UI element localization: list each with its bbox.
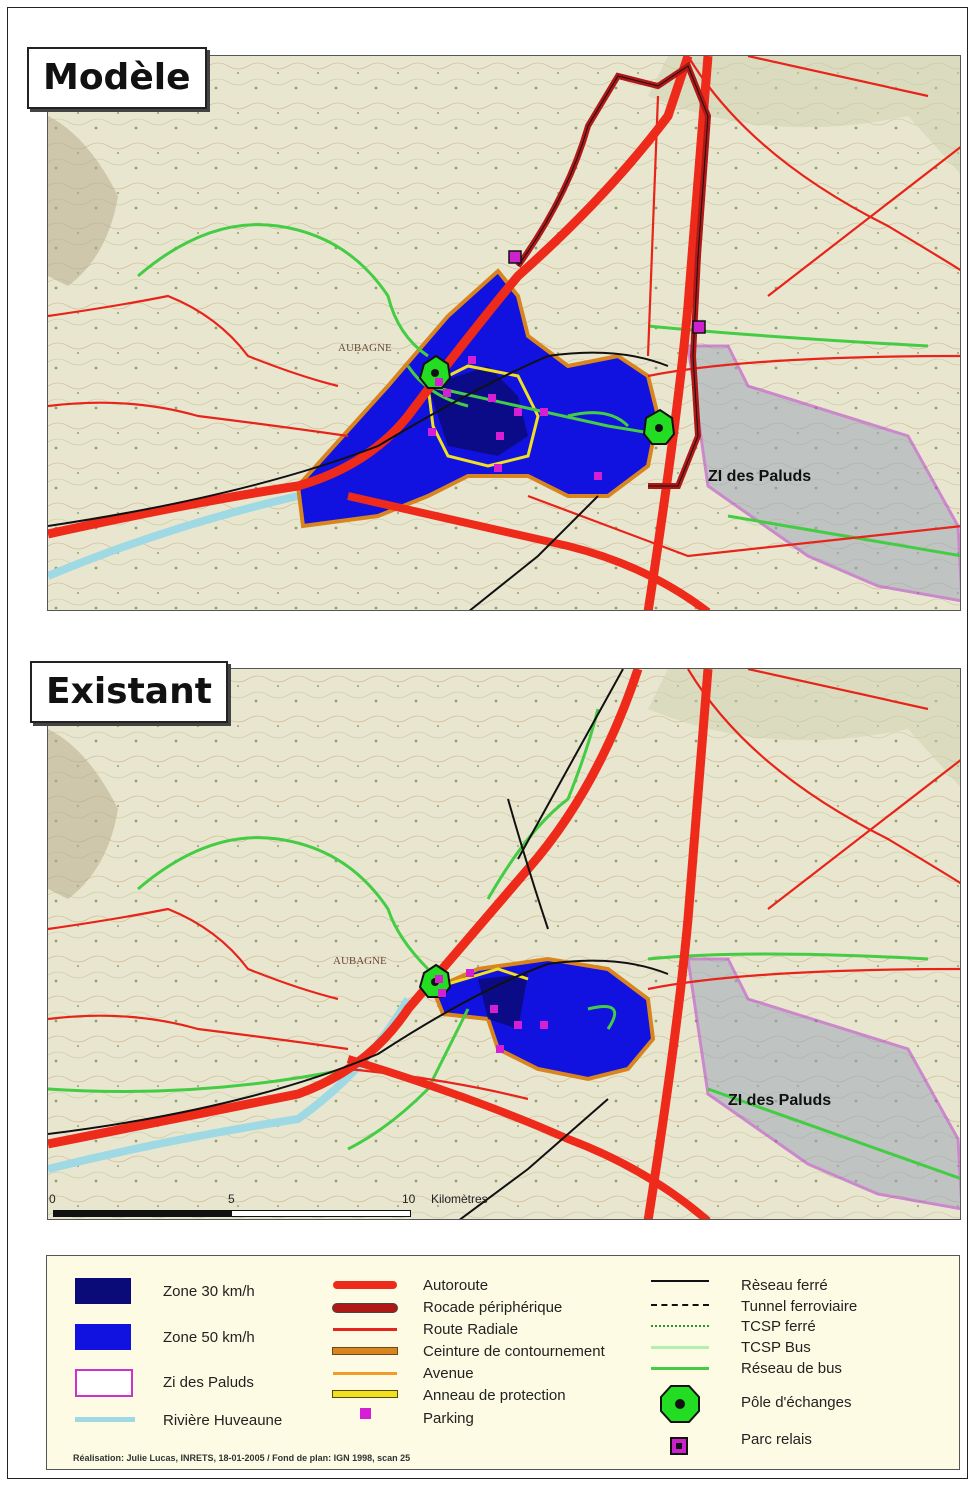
scale-bar-graphic bbox=[53, 1210, 411, 1217]
legend-label-zi-paluds: Zi des Paluds bbox=[163, 1374, 254, 1391]
legend-label-motorway: Autoroute bbox=[423, 1277, 489, 1294]
park-and-ride-icon[interactable] bbox=[508, 250, 522, 264]
park-and-ride-icon bbox=[670, 1437, 688, 1455]
legend-label-ring: Ceinture de contournement bbox=[423, 1343, 605, 1360]
zi-paluds-area bbox=[686, 957, 960, 1211]
railway bbox=[48, 351, 669, 610]
legend-label-tcsp-bus: TCSP Bus bbox=[741, 1339, 811, 1356]
scale-tick-10: 10 bbox=[402, 1192, 416, 1206]
motorway-a50 bbox=[48, 56, 693, 539]
motorway-south bbox=[347, 492, 711, 610]
legend-label-exchange-hub: Pôle d'échanges bbox=[741, 1394, 852, 1411]
legend-label-river: Rivière Huveaune bbox=[163, 1412, 283, 1429]
relief-shading bbox=[48, 116, 118, 286]
map-model[interactable]: AUBAGNE ZI des Paluds bbox=[47, 55, 961, 611]
legend-swatch-avenue bbox=[333, 1372, 397, 1375]
legend-swatch-tcsp-rail bbox=[651, 1325, 709, 1327]
legend-label-railway: Rèseau ferré bbox=[741, 1277, 828, 1294]
legend-label-radial: Route Radiale bbox=[423, 1321, 519, 1338]
legend-label-avenue: Avenue bbox=[423, 1365, 474, 1382]
legend-swatch-zone30 bbox=[75, 1278, 131, 1304]
town-label: AUBAGNE bbox=[338, 342, 392, 354]
exchange-hub-icon bbox=[659, 1384, 701, 1429]
town-label: AUBAGNE bbox=[333, 955, 387, 967]
legend-label-bus-network: Réseau de bus bbox=[741, 1360, 842, 1377]
legend-label-protection: Anneau de protection bbox=[423, 1387, 566, 1404]
legend-label-tunnel: Tunnel ferroviaire bbox=[741, 1298, 858, 1315]
legend-swatch-parking bbox=[360, 1408, 371, 1419]
parking-markers bbox=[435, 969, 548, 1053]
map-title-existing: Existant bbox=[30, 661, 228, 723]
motorway-a52 bbox=[643, 56, 713, 610]
scale-tick-5: 5 bbox=[228, 1192, 235, 1206]
legend-label-parking: Parking bbox=[423, 1410, 474, 1427]
motorway-a52 bbox=[643, 669, 713, 1219]
legend-swatch-bus-network bbox=[651, 1367, 709, 1370]
map-legend: Zone 30 km/h Zone 50 km/h Zi des Paluds … bbox=[46, 1255, 960, 1470]
legend-swatch-peripheral bbox=[333, 1304, 397, 1312]
legend-label-tcsp-rail: TCSP ferré bbox=[741, 1318, 816, 1335]
legend-swatch-radial bbox=[333, 1328, 397, 1331]
legend-label-zone30: Zone 30 km/h bbox=[163, 1283, 255, 1300]
scale-unit: Kilomètres bbox=[431, 1192, 488, 1206]
park-and-ride-icon[interactable] bbox=[692, 320, 706, 334]
legend-label-park-and-ride: Parc relais bbox=[741, 1431, 812, 1448]
radial-roads bbox=[48, 56, 960, 558]
zi-paluds-label: ZI des Paluds bbox=[728, 1092, 831, 1109]
legend-swatch-tcsp-bus bbox=[651, 1346, 709, 1349]
railway bbox=[48, 669, 669, 1219]
legend-swatch-protection bbox=[333, 1391, 397, 1397]
motorway-a50 bbox=[48, 669, 643, 1149]
relief-shading bbox=[48, 729, 118, 899]
peripheral-ring-outline bbox=[517, 65, 709, 487]
radial-roads bbox=[48, 669, 960, 1101]
legend-swatch-motorway bbox=[333, 1281, 397, 1289]
protection-ring bbox=[426, 364, 540, 468]
bus-network bbox=[137, 223, 960, 558]
legend-swatch-ring bbox=[333, 1348, 397, 1354]
exchange-hub-icon[interactable] bbox=[642, 408, 676, 445]
map-credit: Réalisation: Julie Lucas, INRETS, 18-01-… bbox=[73, 1453, 411, 1463]
zi-paluds-label: ZI des Paluds bbox=[708, 468, 811, 485]
legend-label-peripheral: Rocade périphérique bbox=[423, 1299, 563, 1316]
scale-tick-0: 0 bbox=[49, 1192, 56, 1206]
motorway-south bbox=[346, 1055, 711, 1219]
legend-swatch-tunnel bbox=[651, 1304, 709, 1306]
legend-swatch-river bbox=[75, 1417, 135, 1422]
legend-swatch-zone50 bbox=[75, 1324, 131, 1350]
legend-swatch-railway bbox=[651, 1280, 709, 1282]
legend-swatch-zi-paluds bbox=[75, 1369, 133, 1397]
map-existing[interactable]: AUBAGNE ZI des Paluds bbox=[47, 668, 961, 1220]
scale-bar: 0 5 10 Kilomètres bbox=[47, 1192, 527, 1220]
map-title-model: Modèle bbox=[27, 47, 207, 109]
parking-markers bbox=[428, 356, 602, 480]
legend-label-zone50: Zone 50 km/h bbox=[163, 1329, 255, 1346]
